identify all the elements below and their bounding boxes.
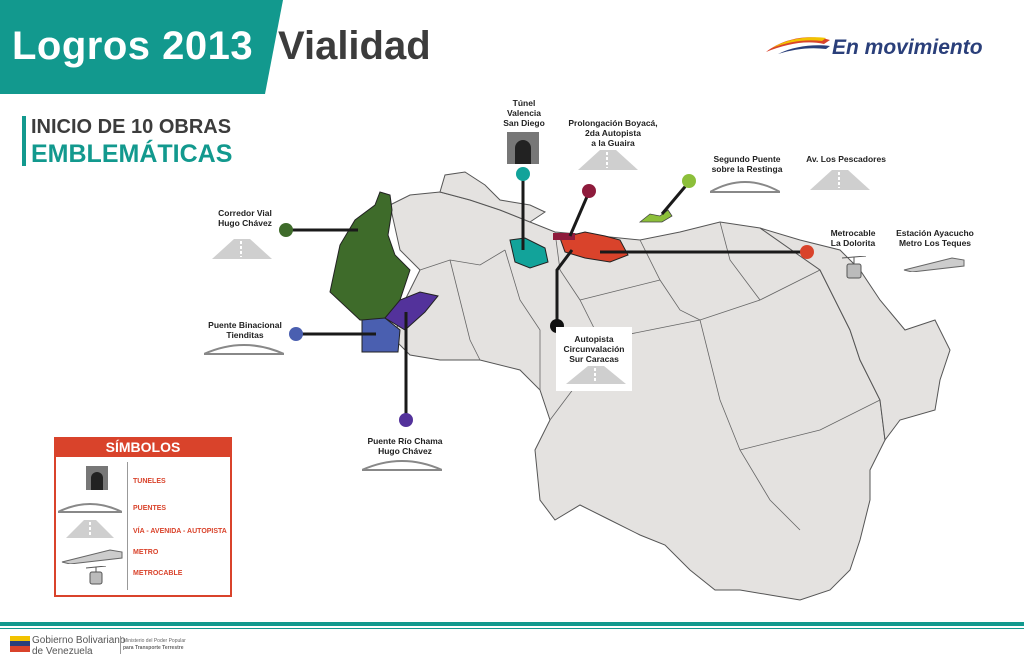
ministry-line2: para Transporte Terrestre [123,645,184,651]
legend-divider [127,462,128,590]
label-caracas: Autopista Circunvalación Sur Caracas [563,334,625,364]
dot-corredor [279,223,293,237]
label-tunel: Túnel Valencia San Diego [503,98,545,128]
road-icon [66,520,114,538]
subtitle-line2: EMBLEMÁTICAS [31,140,233,168]
leader-caracas [555,249,574,326]
gob-line2: de Venezuela [32,646,93,657]
label-pescadores: Av. Los Pescadores [806,154,886,164]
footer-divider [120,636,121,654]
leader-boyaca [568,191,591,237]
legend-item-metro: METRO [133,549,159,556]
legend-item-puentes: PUENTES [133,505,167,512]
dot-chama [399,413,413,427]
dot-tunel [516,167,530,181]
label-dolorita: Metrocable La Dolorita [830,228,876,248]
map-falcon [439,171,547,223]
header-band [0,0,283,94]
subtitle-line1: INICIO DE 10 OBRAS [31,116,232,138]
dot-dolorita [800,245,814,259]
brand-name: En movimiento [832,36,983,59]
legend-item-metrocable: METROCABLE [133,570,183,577]
road-icon [566,366,626,384]
tunnel-icon [507,132,539,164]
bridge-icon [204,344,284,355]
page-title: Logros 2013 [12,24,254,68]
bridge-icon [362,460,442,471]
dot-boyaca [582,184,596,198]
label-ayacucho: Estación Ayacucho Metro Los Teques [896,228,974,248]
tunnel-icon [86,466,108,490]
label-restinga: Segundo Puente sobre la Restinga [711,154,783,174]
gob-line1: Gobierno Bolivariano [32,635,126,646]
label-boyaca: Prolongación Boyacá, 2da Autopista a la … [568,118,658,148]
region-guaira [553,233,575,240]
footer-rule [0,622,1024,626]
map-margarita [638,209,673,223]
legend-item-tuneles: TUNELES [133,478,166,485]
road-icon [212,239,272,259]
cablecar-icon [86,566,106,585]
dot-tienditas [289,327,303,341]
metro-icon [903,257,965,272]
subtitle-bar [22,116,26,166]
label-rio-chama: Puente Río Chama Hugo Chávez [367,436,443,456]
cablecar-icon [842,256,866,279]
legend-box [54,437,232,597]
section-title: Vialidad [278,24,431,68]
region-valencia [509,237,549,269]
footer-rule-thin [0,628,1024,629]
label-tienditas: Puente Binacional Tienditas [208,320,282,340]
dot-restinga [682,174,696,188]
road-icon [810,170,870,190]
bridge-icon [58,503,122,513]
legend-title: SÍMBOLOS [54,437,232,457]
label-corredor-vial: Corredor Vial Hugo Chávez [218,208,272,228]
map-landmass [389,191,886,601]
region-capital [559,231,629,263]
brand-logo-icon [766,37,830,54]
leader-restinga [660,181,691,215]
region-tienditas [361,317,401,353]
legend-item-via: VÍA - AVENIDA - AUTOPISTA [133,528,227,535]
bridge-icon [710,181,780,193]
metro-icon [61,549,123,564]
flag-icon [10,636,30,652]
road-icon [578,150,638,170]
ministry-line1: Ministerio del Poder Popular [123,638,186,644]
